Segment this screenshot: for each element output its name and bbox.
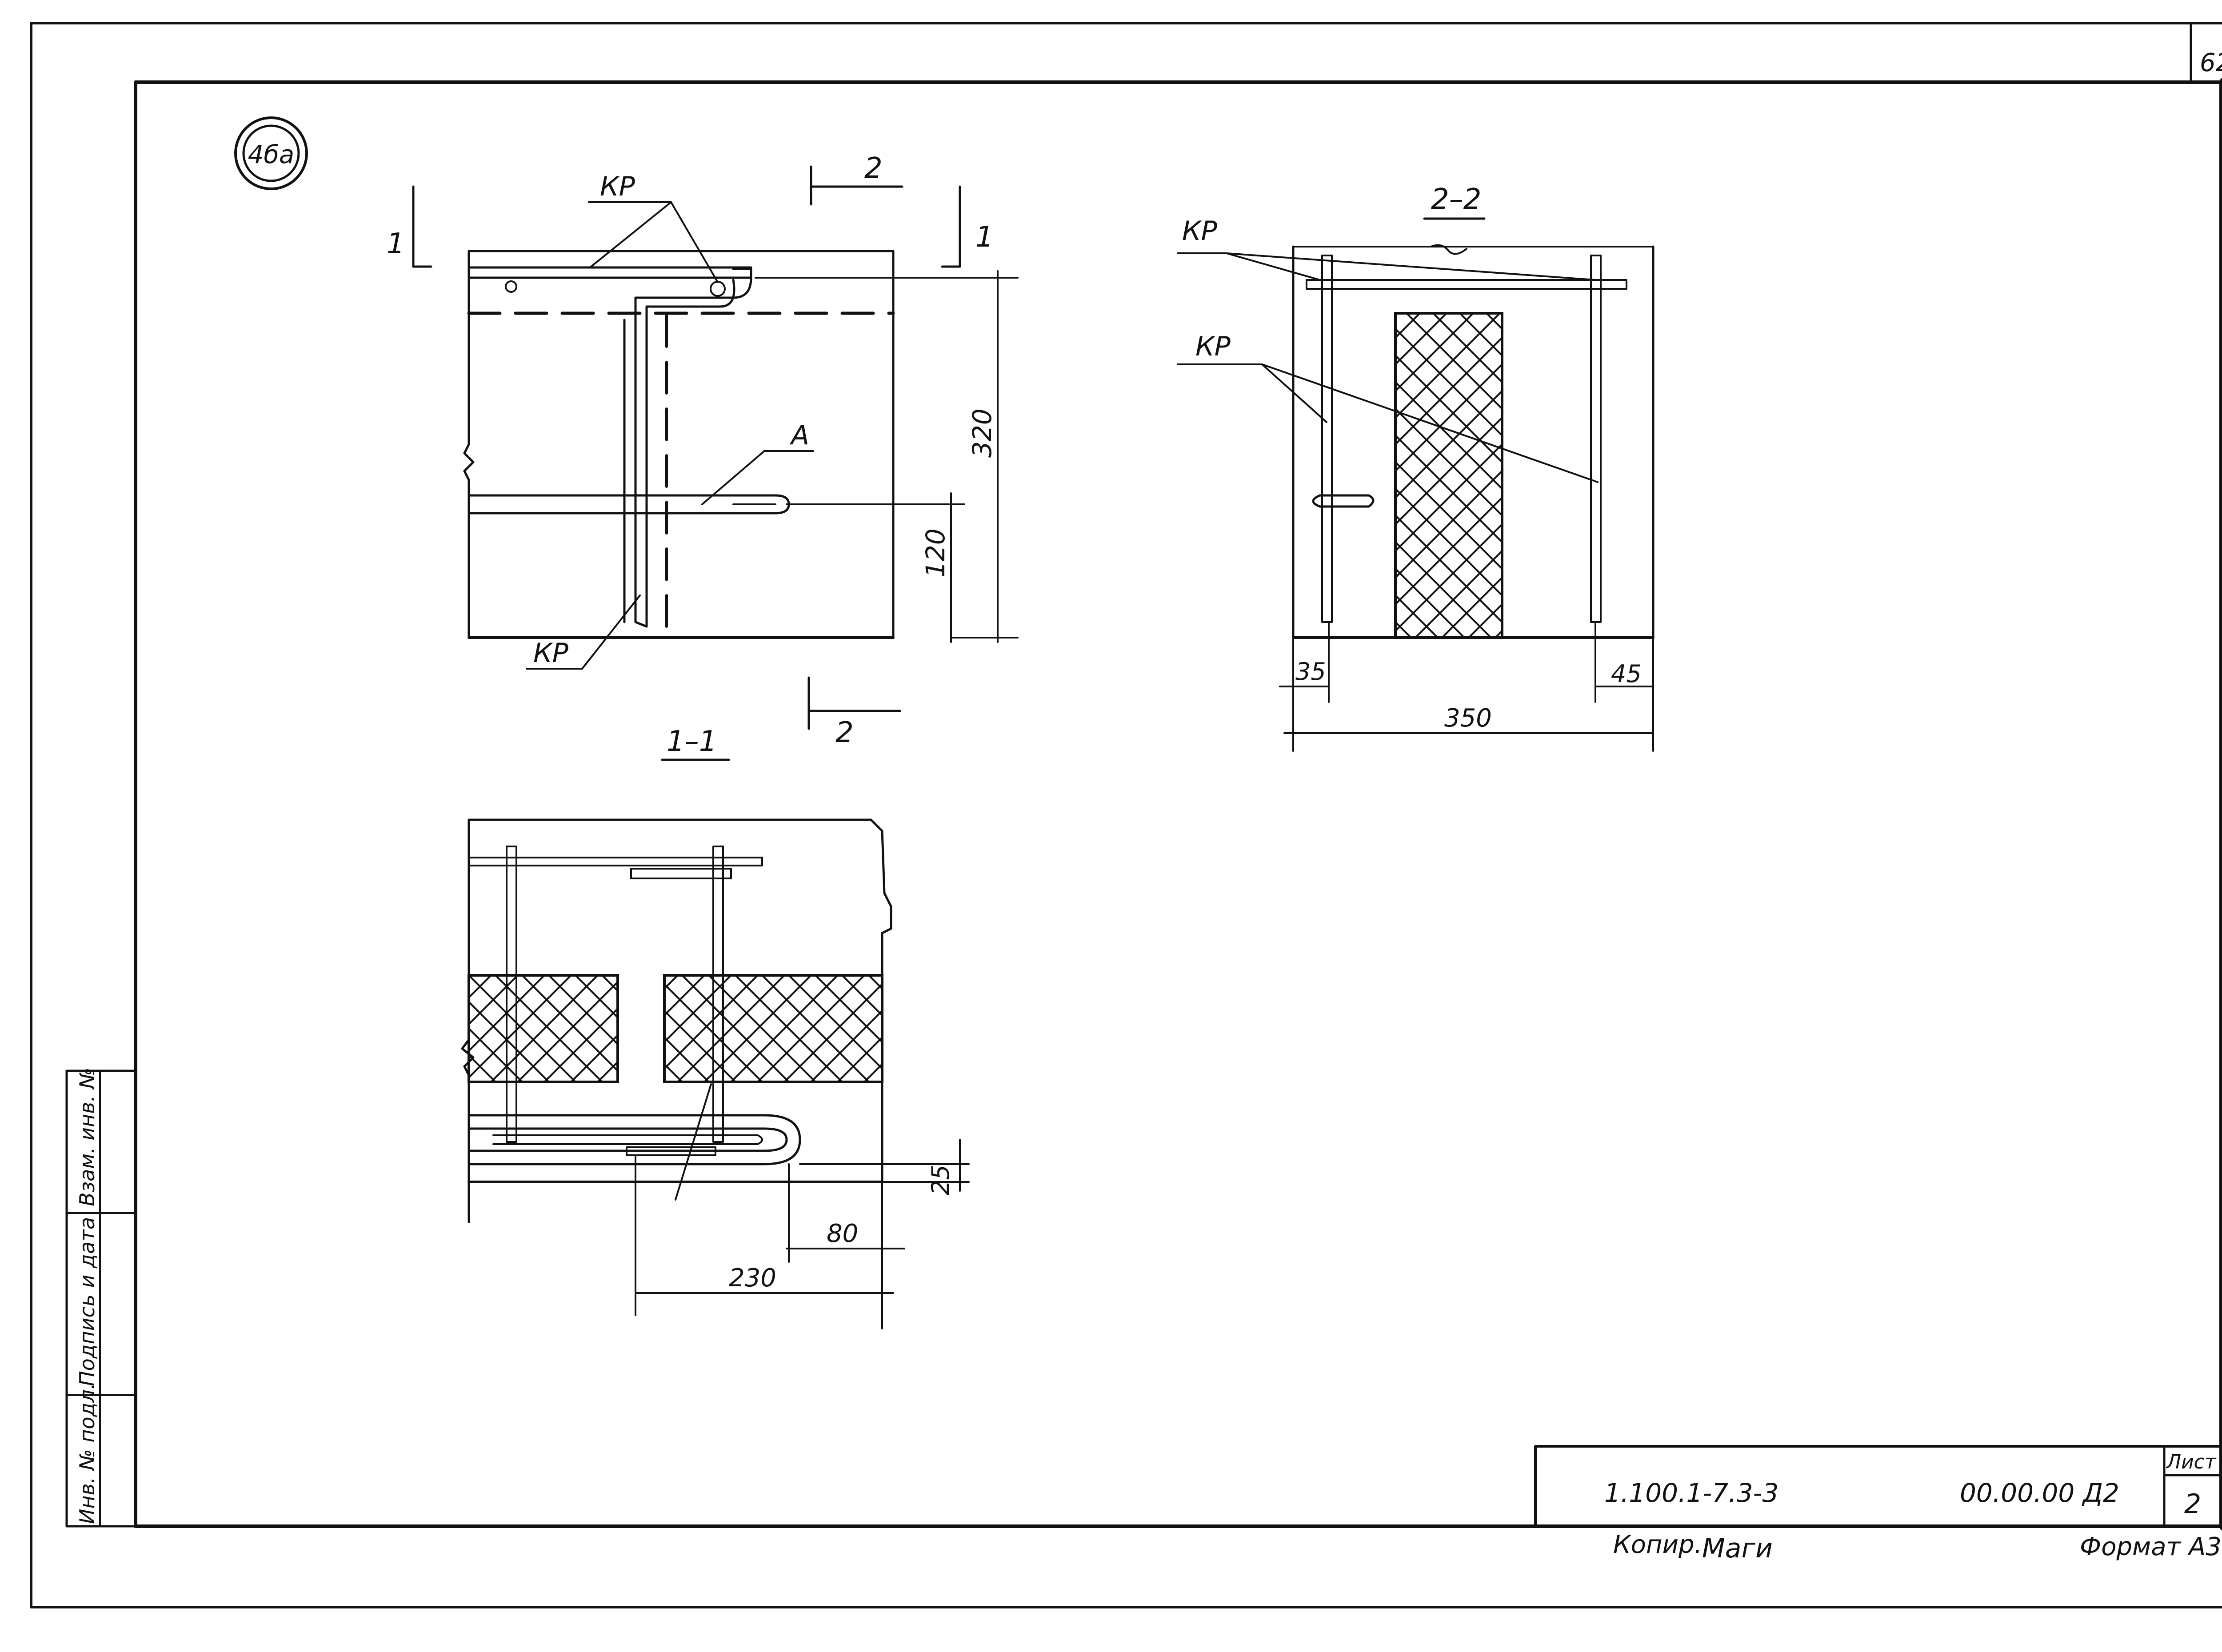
dim-35: 35 [1295,658,1326,686]
doc-number: 00.00.00 Д2 [1960,1478,2119,1508]
section-1-1-view [461,818,970,1329]
dim-230: 230 [729,1264,776,1293]
dim-350: 350 [1444,704,1492,733]
section-mark-1: 1 [975,221,994,254]
section-1-title: 1–1 [667,725,717,758]
dim-80: 80 [827,1219,858,1248]
insulation-block [1394,312,1503,639]
section-mark-2: 2 [864,152,883,185]
copied-label: Копир. [1613,1530,1702,1559]
insulation-block [468,974,619,1083]
format-label: Формат А3 [2080,1532,2222,1561]
section-2-2-view [1177,244,1655,752]
dim-320: 320 [967,408,997,458]
stamp-podpis-data: Подпись и дата [75,1217,99,1386]
detail-badge [234,116,308,190]
sheet-frame [30,22,2222,1608]
section-2-title: 2–2 [1431,183,1481,216]
sheet-value: 2 [2184,1488,2201,1520]
label-kp: КР [1182,215,1218,247]
label-kp: КР [533,638,569,669]
label-kp: КР [600,171,635,202]
label-kp: КР [1195,331,1231,362]
detail-badge-label: 4ба [248,140,294,169]
dim-45: 45 [1611,660,1642,688]
label-a: А [789,420,809,451]
doc-code: 1.100.1-7.3-3 [1604,1478,1778,1508]
copied-signature: Маги [1702,1533,1773,1564]
sheet-label: Лист [2166,1451,2217,1473]
stamp-vzam-inv: Взам. инв. № [75,1068,99,1206]
dim-120: 120 [920,528,951,578]
side-stamp [65,1069,137,1528]
section-mark-2: 2 [835,716,854,749]
elevation-view [412,165,1019,730]
insulation-block [663,974,883,1083]
sheet-number: 62 [2200,48,2222,77]
section-mark-1: 1 [387,227,405,260]
title-block [1534,1445,2222,1528]
dim-25: 25 [927,1165,955,1195]
stamp-inv-podl: Инв. № подл. [75,1383,99,1524]
